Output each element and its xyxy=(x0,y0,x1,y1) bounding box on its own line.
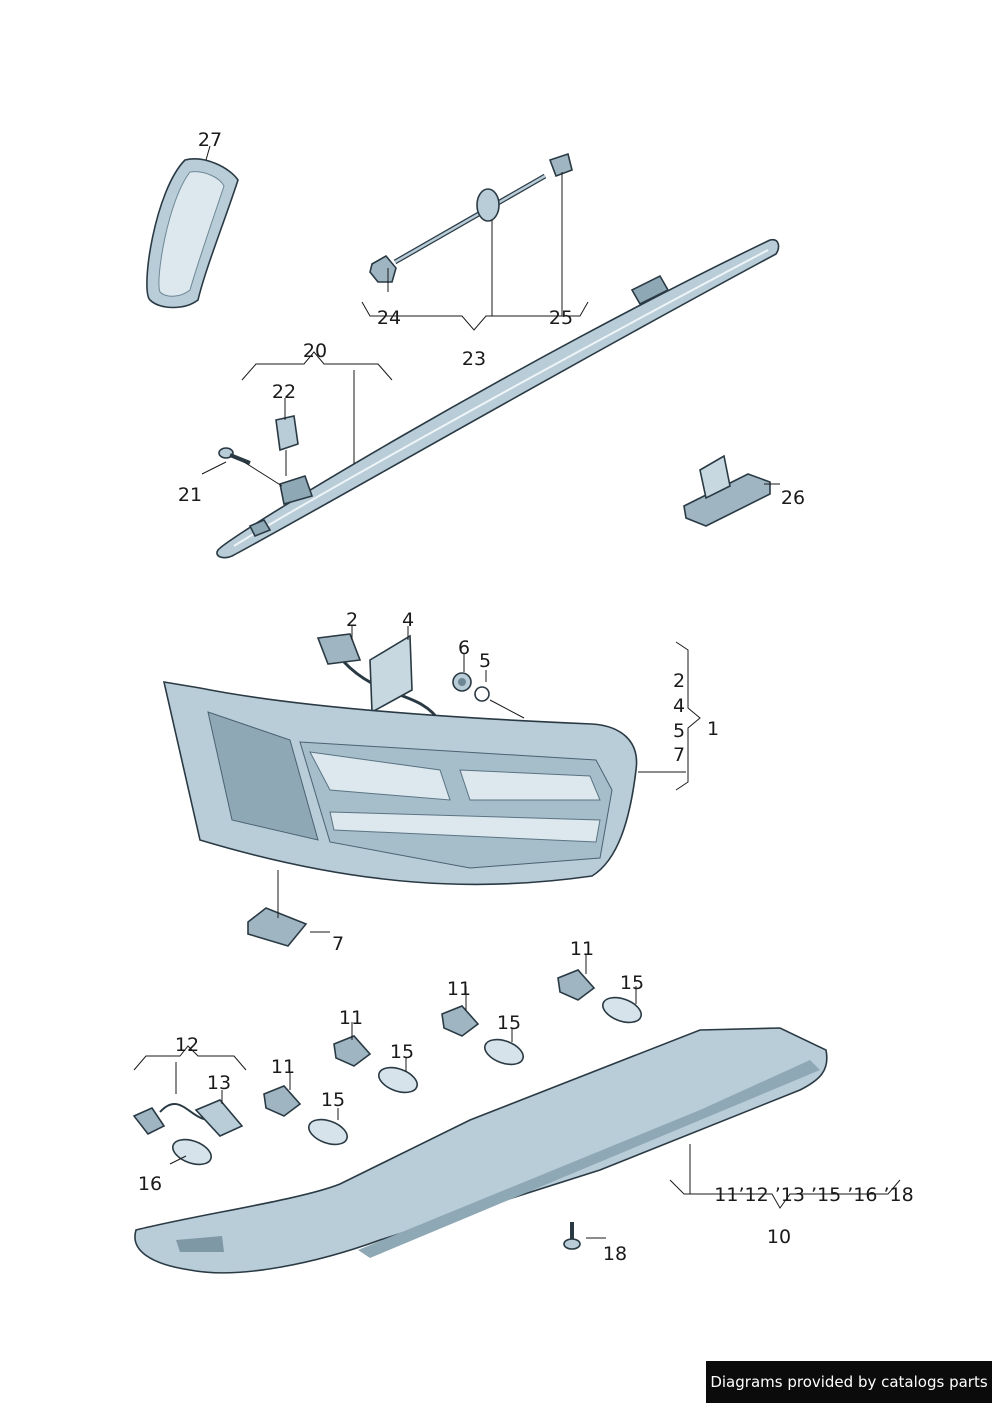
clip-nut-part-22 xyxy=(275,415,299,452)
bulb-part-16 xyxy=(172,1138,212,1166)
label-22: 22 xyxy=(272,381,296,403)
license-lamp-part-26 xyxy=(683,454,771,527)
label-12: 12 xyxy=(175,1034,199,1056)
credit-banner: Diagrams provided by catalogs parts xyxy=(706,1361,992,1403)
label-27: 27 xyxy=(198,129,222,151)
leader-lines xyxy=(133,145,901,1239)
label-16: 16 xyxy=(138,1173,162,1195)
screw-part-18 xyxy=(563,1222,581,1250)
label-26: 26 xyxy=(781,487,805,509)
label-21: 21 xyxy=(178,484,202,506)
label-15-a: 15 xyxy=(620,972,644,994)
label-20: 20 xyxy=(303,340,327,362)
tail-light-assembly-part-1 xyxy=(162,681,638,886)
group1-label-2: 2 xyxy=(673,670,685,692)
label-15-b: 15 xyxy=(497,1012,521,1034)
label-4: 4 xyxy=(402,609,414,631)
label-13: 13 xyxy=(207,1072,231,1094)
label-10-parts-list: 11’12 ’13 ’15 ’16 ’18 xyxy=(714,1184,913,1206)
connector-part-13 xyxy=(194,1099,244,1137)
label-15-c: 15 xyxy=(390,1041,414,1063)
label-1: 1 xyxy=(707,718,719,740)
group1-label-5: 5 xyxy=(673,720,685,742)
label-24: 24 xyxy=(377,307,401,329)
bulb-socket-part-11 xyxy=(263,969,596,1117)
label-11-b: 11 xyxy=(447,978,471,1000)
label-11-d: 11 xyxy=(271,1056,295,1078)
group1-label-7: 7 xyxy=(673,744,685,766)
label-18: 18 xyxy=(603,1243,627,1265)
side-reflector-part-27 xyxy=(146,158,239,309)
part-labels: 27 24 25 23 20 22 21 26 2 4 6 5 2 4 5 7 … xyxy=(138,129,914,1265)
label-7: 7 xyxy=(332,933,344,955)
trim-strip-part-20 xyxy=(216,238,780,559)
label-25: 25 xyxy=(549,307,573,329)
label-15-d: 15 xyxy=(321,1089,345,1111)
label-10: 10 xyxy=(767,1226,791,1248)
group1-label-4: 4 xyxy=(673,695,685,717)
label-23: 23 xyxy=(462,348,486,370)
label-11-c: 11 xyxy=(339,1007,363,1029)
gasket-part-4 xyxy=(369,634,413,714)
label-5: 5 xyxy=(479,650,491,672)
foam-pad-part-7 xyxy=(247,907,308,947)
inner-tail-light-part-10 xyxy=(134,1027,828,1274)
screw-part-21 xyxy=(218,447,251,465)
washer-part-5 xyxy=(474,686,490,702)
nut-part-6 xyxy=(452,672,472,692)
label-11-a: 11 xyxy=(570,938,594,960)
wiring-harness-part-23 xyxy=(369,152,573,283)
label-2: 2 xyxy=(346,609,358,631)
label-6: 6 xyxy=(458,637,470,659)
bulb-part-15 xyxy=(308,996,642,1146)
